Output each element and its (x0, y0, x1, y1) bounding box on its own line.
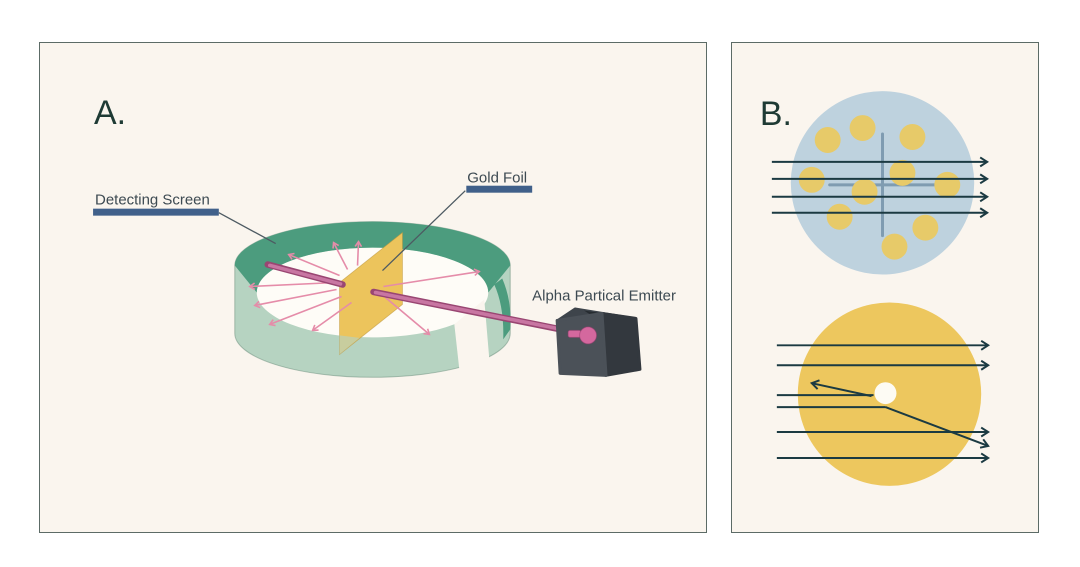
detecting-screen-label: Detecting Screen (95, 192, 210, 209)
alpha-emitter-label: Alpha Partical Emitter (532, 287, 676, 304)
emitter-nozzle (567, 329, 582, 338)
scattered-ray (253, 288, 337, 309)
panel-a-label: A. (94, 94, 126, 132)
emitter-aperture (579, 326, 598, 345)
gold-foil-leader-line (382, 190, 466, 272)
scattered-ray (332, 241, 349, 270)
electron-dot (899, 124, 926, 150)
electron-dot (814, 127, 841, 153)
beam-right-highlight (373, 290, 570, 333)
models-diagram: B. (760, 91, 991, 486)
ring-top-band (234, 221, 511, 293)
scattered-ray (248, 281, 336, 291)
alpha-beam-group (264, 261, 575, 335)
electron-dot (849, 115, 876, 141)
nuclear-beams-group (776, 339, 991, 464)
detecting-screen-underline (93, 208, 219, 216)
emitter-front-face (555, 311, 608, 377)
electron-dot (934, 171, 961, 198)
electron-dot (912, 214, 939, 241)
plum-beams-group (771, 156, 990, 219)
nucleus (874, 382, 897, 405)
alpha-emitter-box (555, 307, 642, 377)
scattered-ray (383, 268, 481, 288)
panel-a: A. (39, 42, 707, 533)
panel-b-label: B. (760, 95, 792, 133)
electron-dot (851, 178, 878, 205)
scattered-ray (268, 295, 342, 327)
ring-right-tip (494, 278, 511, 340)
detecting-screen-leader-line (218, 212, 277, 245)
electron-dot (889, 159, 916, 186)
emitter-side-face (600, 311, 642, 377)
ring-opening-gap (454, 299, 491, 379)
scattered-rays-group (248, 240, 481, 336)
gold-foil-label: Gold Foil (467, 170, 527, 187)
alpha-path (885, 406, 990, 449)
electron-dots-group (798, 115, 961, 260)
nuclear-model (776, 302, 991, 486)
gold-foil-underline (466, 185, 533, 193)
alpha-path (809, 379, 872, 398)
plum-pudding-model (771, 91, 990, 275)
experiment-diagram: A. (93, 94, 676, 379)
electron-dot (826, 203, 853, 230)
gold-foil-wall-overlap (339, 335, 360, 355)
electron-dot (881, 233, 908, 260)
panel-b: B. (731, 42, 1039, 533)
scattered-ray (354, 240, 363, 266)
beam-left-highlight (267, 263, 343, 286)
scattered-ray (311, 301, 353, 332)
scattered-ray (287, 252, 340, 277)
scattered-ray (384, 296, 431, 336)
